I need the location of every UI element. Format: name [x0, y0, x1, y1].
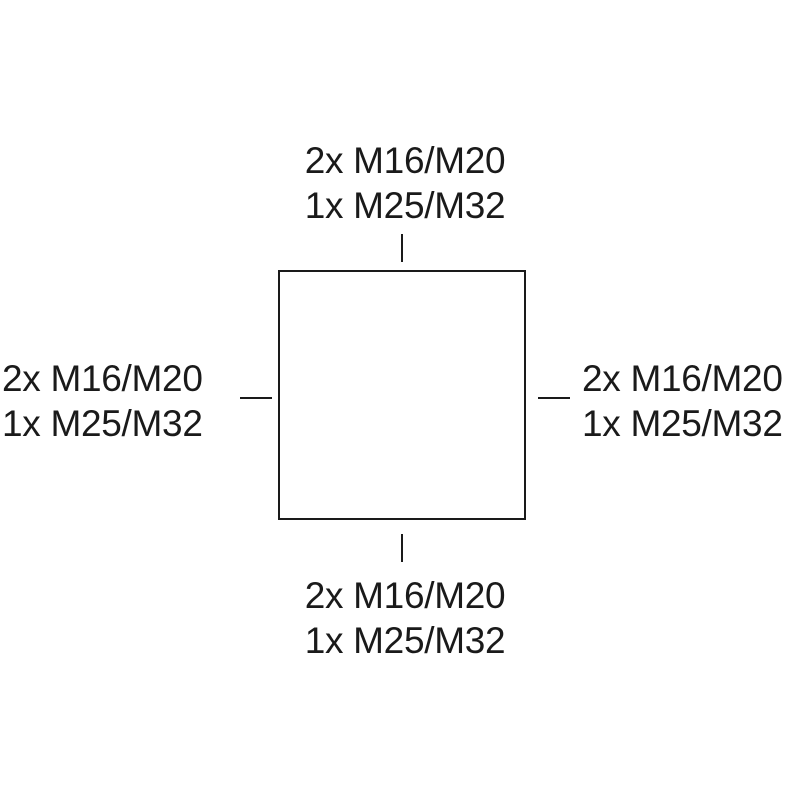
top-side-label: 2x M16/M20 1x M25/M32: [300, 138, 510, 228]
bottom-side-label-line-1: 2x M16/M20: [304, 575, 506, 616]
enclosure-box: [278, 270, 526, 520]
left-side-tick: [240, 397, 272, 399]
bottom-side-label: 2x M16/M20 1x M25/M32: [300, 573, 510, 663]
right-side-label: 2x M16/M20 1x M25/M32: [582, 356, 796, 446]
top-side-label-line-2: 1x M25/M32: [304, 185, 506, 226]
left-side-label-line-2: 1x M25/M32: [2, 403, 203, 444]
right-side-label-line-2: 1x M25/M32: [582, 403, 783, 444]
top-side-tick: [401, 234, 403, 262]
left-side-label: 2x M16/M20 1x M25/M32: [2, 356, 216, 446]
right-side-tick: [538, 397, 570, 399]
bottom-side-label-line-2: 1x M25/M32: [304, 620, 506, 661]
bottom-side-tick: [401, 534, 403, 562]
top-side-label-line-1: 2x M16/M20: [304, 140, 506, 181]
right-side-label-line-1: 2x M16/M20: [582, 358, 783, 399]
left-side-label-line-1: 2x M16/M20: [2, 358, 203, 399]
